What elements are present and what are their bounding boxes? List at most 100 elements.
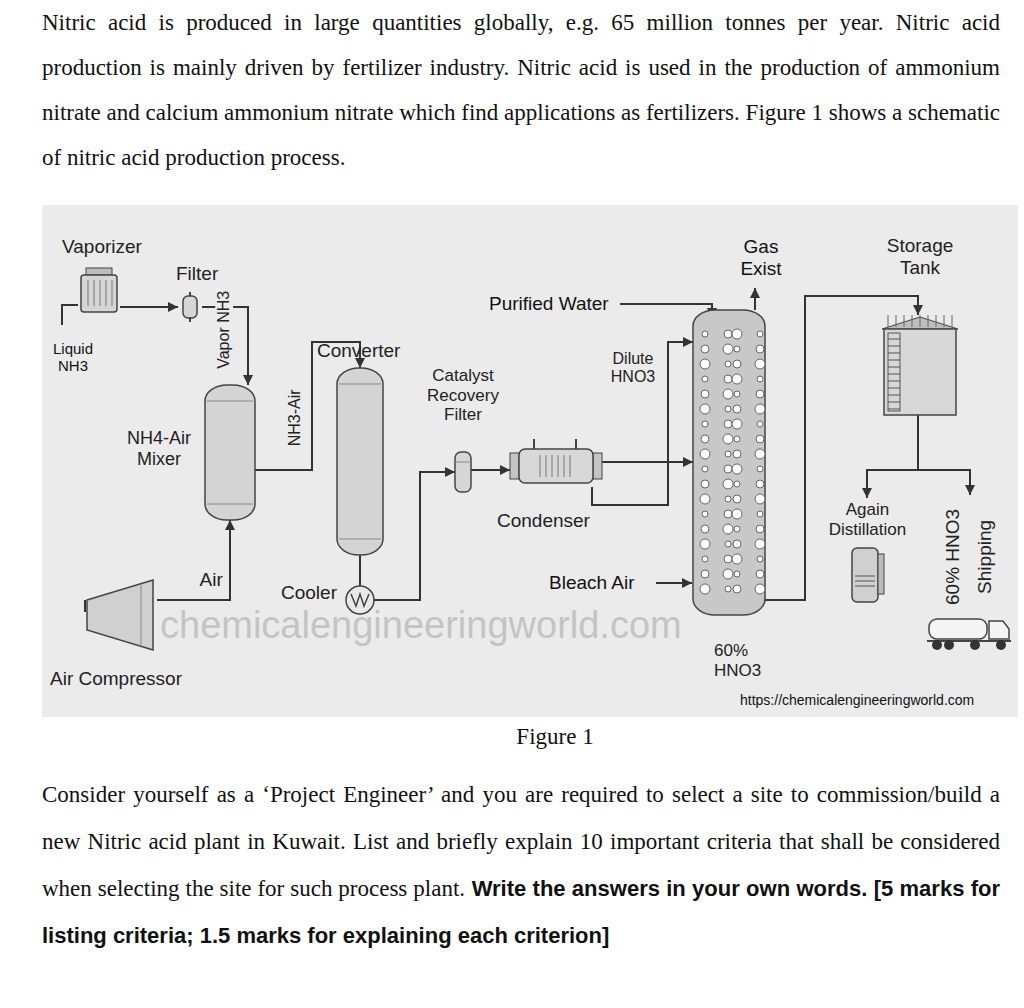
packing-bubble xyxy=(725,496,731,502)
ladder-rung xyxy=(888,409,900,410)
ladder-rung xyxy=(888,374,900,375)
filter-seam xyxy=(455,462,471,463)
packing-bubble xyxy=(732,554,742,564)
equipment-label: Storage Tank xyxy=(872,235,968,279)
equipment-shape xyxy=(455,452,471,492)
packing-bubble xyxy=(700,359,710,369)
ladder-rung xyxy=(888,339,900,340)
equipment-outline xyxy=(78,268,120,312)
gas-exit-line xyxy=(754,288,756,310)
source-url: https://chemicalengineeringworld.com xyxy=(740,692,1010,708)
packing-bubble xyxy=(756,480,764,488)
cooler-coil xyxy=(351,594,369,606)
equipment-outline xyxy=(337,368,383,555)
condenser-shell xyxy=(519,449,593,483)
body-paragraph: Nitric acid is produced in large quantit… xyxy=(42,0,1000,180)
tank-rail xyxy=(944,315,945,327)
equipment-shape xyxy=(87,580,153,650)
equipment-label: Catalyst Recovery Filter xyxy=(416,366,510,425)
packing-bubble xyxy=(700,539,710,549)
packing-bubble xyxy=(757,421,763,427)
packing-bubble xyxy=(724,330,732,338)
packing-bubble xyxy=(733,495,741,503)
equipment-shape xyxy=(183,292,197,322)
equipment-shape xyxy=(693,310,765,615)
equipment-node: Catalyst Recovery Filter xyxy=(455,452,471,492)
equipment-shape xyxy=(852,548,884,602)
process-line xyxy=(918,415,970,495)
equipment-label: Air Compressor xyxy=(50,668,230,690)
packing-bubble xyxy=(733,540,741,548)
packing-bubble xyxy=(732,419,742,429)
equipment-label: NH4-Air Mixer xyxy=(118,428,200,469)
figure-panel xyxy=(42,205,1018,717)
tank-rail xyxy=(928,315,929,327)
column-body xyxy=(693,310,765,615)
packing-bubble xyxy=(732,329,742,339)
packing-bubble xyxy=(755,359,765,369)
process-line xyxy=(359,555,361,586)
equipment-label: Again Distillation xyxy=(820,500,915,539)
tank-ladder xyxy=(888,333,900,411)
equipment-outline xyxy=(880,315,960,415)
compressor-seam xyxy=(141,584,142,646)
packing-bubble xyxy=(734,436,740,442)
equipment-outline xyxy=(455,452,471,492)
packing-bubble xyxy=(725,406,731,412)
distillation-tray xyxy=(855,581,875,582)
packing-bubble xyxy=(702,511,708,517)
vaporizer-tube xyxy=(94,280,95,306)
condenser-tube xyxy=(558,455,559,477)
stream-label: Dilute HNO3 xyxy=(603,350,663,385)
ladder-rung xyxy=(888,388,900,389)
stream-label: NH3-Air xyxy=(285,388,303,447)
packing-bubble xyxy=(757,331,763,337)
packing-bubble xyxy=(702,331,708,337)
tank-rail xyxy=(936,315,937,327)
tank-rail xyxy=(888,315,889,327)
packing-bubble xyxy=(725,586,731,592)
stream-label: Liquid NH3 xyxy=(42,340,104,375)
watermark: chemicalengineeringworld.com xyxy=(160,604,720,648)
equipment-node: Again Distillation xyxy=(820,498,915,604)
packing-bubble xyxy=(724,555,732,563)
packing-bubble xyxy=(734,526,740,532)
packing-bubble xyxy=(723,344,733,354)
equipment-label: 60% HNO3 xyxy=(714,641,774,680)
stream-label: Vapor NH3 xyxy=(215,290,233,370)
bleach-air-line xyxy=(656,582,692,584)
equipment-label: Cooler xyxy=(265,582,337,604)
equipment-node: 60% HNO3Shipping xyxy=(925,495,1013,653)
packing-bubble xyxy=(701,390,709,398)
packing-bubble xyxy=(724,465,732,473)
packing-bubble xyxy=(756,525,764,533)
process-line xyxy=(602,461,693,463)
equipment-outline xyxy=(178,292,202,322)
equipment-node: 60% HNO3 xyxy=(693,310,765,615)
condenser-head xyxy=(510,453,519,479)
truck-wheel xyxy=(944,640,954,650)
packing-bubble xyxy=(755,584,765,594)
packing-bubble xyxy=(757,376,763,382)
packing-bubble xyxy=(756,435,764,443)
packing-bubble xyxy=(724,375,732,383)
stream-label: Bleach Air xyxy=(549,572,653,594)
equipment-outline xyxy=(205,385,255,520)
stream-label: Purified Water xyxy=(489,293,619,315)
vessel-seam xyxy=(339,384,381,385)
packing-bubble xyxy=(732,464,742,474)
packing-bubble xyxy=(734,571,740,577)
packing-bubble xyxy=(724,510,732,518)
packing-bubble xyxy=(733,405,741,413)
filter-nozzle xyxy=(189,317,191,322)
condenser-nozzle xyxy=(533,439,535,449)
equipment-node: Filter xyxy=(178,292,202,322)
distillation-pipe xyxy=(878,554,884,594)
packing-bubble xyxy=(755,449,765,459)
packing-bubble xyxy=(734,346,740,352)
truck-wheel xyxy=(932,640,942,650)
equipment-shape xyxy=(510,439,602,483)
tank-rail xyxy=(896,315,897,327)
process-line xyxy=(374,472,455,600)
tank-rail xyxy=(904,315,905,327)
